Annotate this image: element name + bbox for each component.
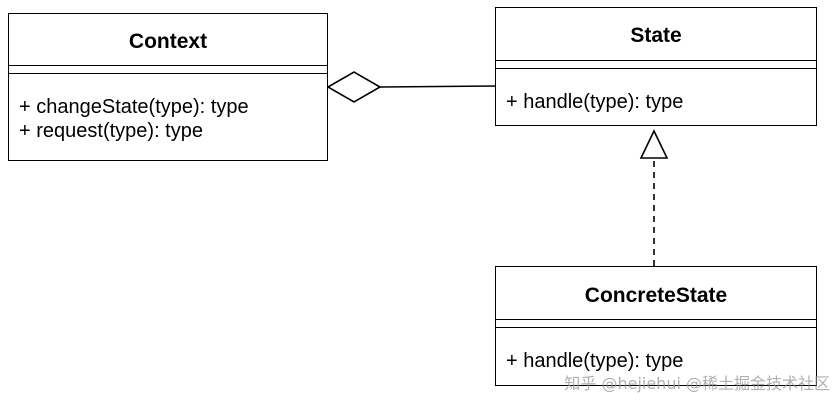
concrete-state-method-handle: + handle(type): type <box>506 350 684 372</box>
state-separator-top <box>496 60 816 61</box>
concrete-state-class-name: ConcreteState <box>584 284 728 307</box>
context-method-changestate: + changeState(type): type <box>19 96 249 118</box>
watermark: 知乎 @hejiehui @稀土掘金技术社区 <box>564 374 830 393</box>
context-separator-top <box>9 65 327 66</box>
context-class-name: Context <box>128 30 208 53</box>
concrete-state-class-box: ConcreteState + handle(type): type <box>495 266 817 386</box>
context-methods: + changeState(type): type + request(type… <box>19 95 321 143</box>
state-class-name: State <box>630 24 682 47</box>
context-class-box: Context + changeState(type): type + requ… <box>8 13 328 161</box>
state-method-handle: + handle(type): type <box>506 91 684 113</box>
concrete-state-separator-top <box>496 319 816 320</box>
aggregation-line <box>379 85 496 88</box>
aggregation-diamond <box>326 71 382 103</box>
state-separator-bottom <box>496 68 816 69</box>
realization-arrowhead <box>639 129 669 159</box>
state-class-box: State + handle(type): type <box>495 7 817 126</box>
state-methods: + handle(type): type <box>506 90 810 114</box>
concrete-state-separator-bottom <box>496 327 816 328</box>
context-method-request: + request(type): type <box>19 120 203 142</box>
context-separator-bottom <box>9 73 327 74</box>
concrete-state-methods: + handle(type): type <box>506 349 810 373</box>
